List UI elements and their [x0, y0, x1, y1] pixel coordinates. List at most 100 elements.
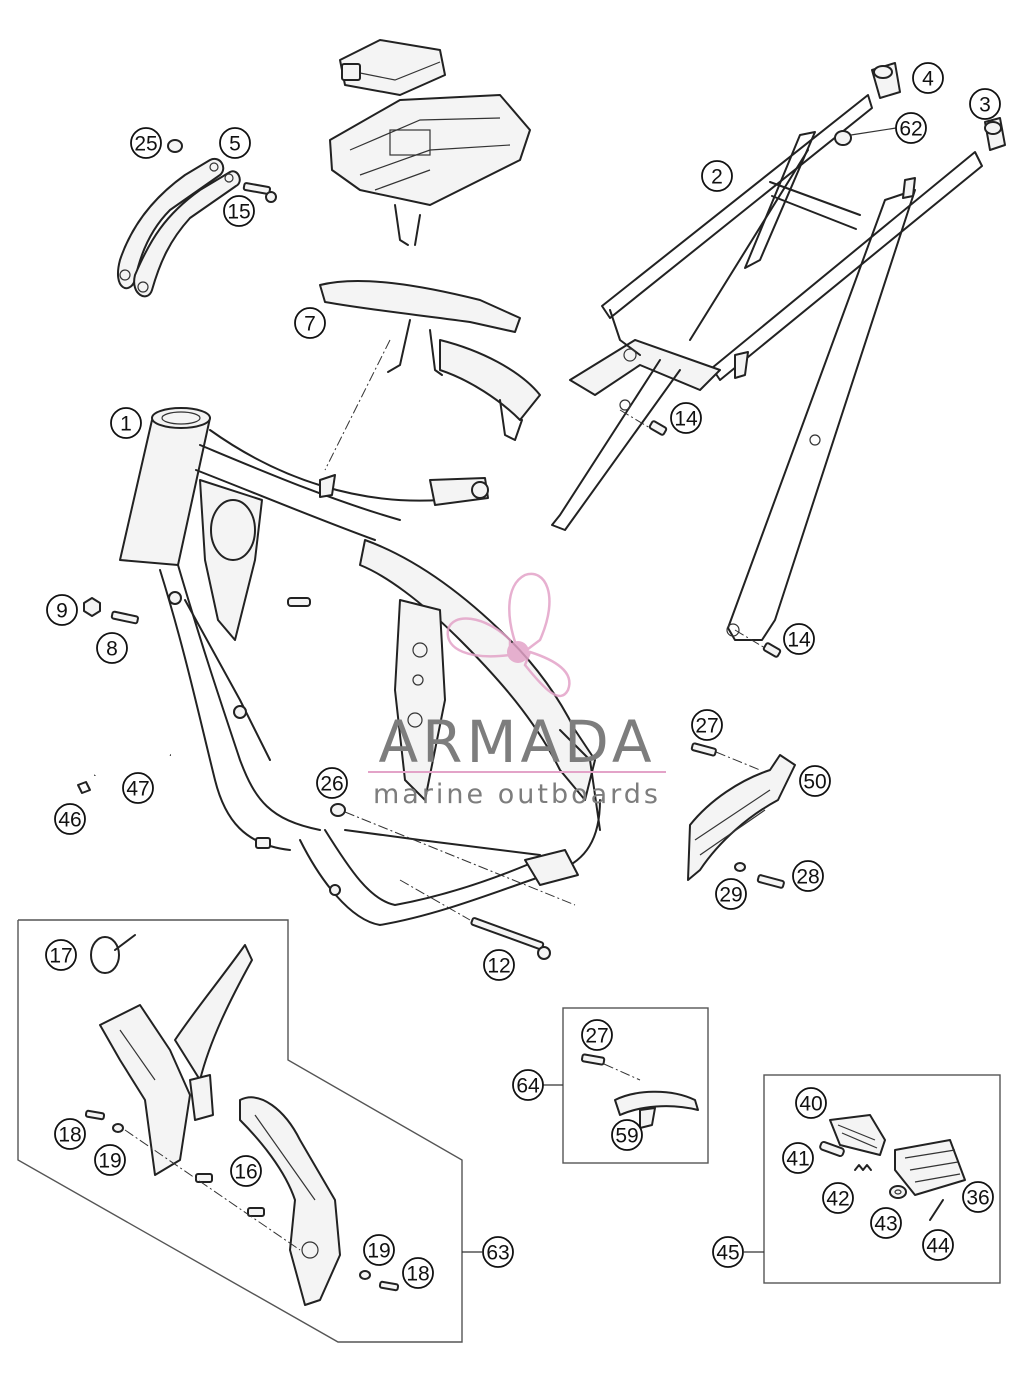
nut-26 [330, 803, 576, 906]
nut-25 [167, 139, 183, 153]
callout-12: 12 [483, 949, 515, 981]
callout-16: 16 [230, 1155, 262, 1187]
guard-kit-64 [543, 1007, 709, 1164]
callout-1: 1 [110, 407, 142, 439]
propeller-logo-icon [446, 572, 571, 698]
svg-text:43: 43 [874, 1213, 897, 1236]
svg-text:26: 26 [320, 773, 343, 796]
callout-27-kit: 27 [581, 1019, 613, 1051]
rear-bracket-7 [319, 280, 541, 471]
watermark: ARMADA marine outboards [368, 572, 666, 810]
svg-text:2: 2 [711, 166, 723, 189]
callout-29: 29 [715, 878, 747, 910]
callout-25: 25 [130, 127, 162, 159]
callout-50: 50 [799, 765, 831, 797]
svg-text:27: 27 [585, 1025, 608, 1048]
electronics-tray [329, 39, 531, 246]
svg-text:45: 45 [716, 1242, 739, 1265]
svg-text:3: 3 [979, 94, 991, 117]
svg-text:63: 63 [486, 1242, 509, 1265]
callout-44: 44 [922, 1229, 954, 1261]
bolt-8 [110, 610, 139, 625]
svg-text:18: 18 [58, 1124, 81, 1147]
svg-text:19: 19 [367, 1240, 390, 1263]
rear-subframe [551, 94, 983, 641]
svg-text:12: 12 [487, 955, 510, 978]
washer-29 [734, 862, 746, 872]
callout-27-upper: 27 [691, 709, 723, 741]
callout-3: 3 [969, 88, 1001, 120]
svg-text:5: 5 [229, 133, 241, 156]
callout-19-right: 19 [363, 1234, 395, 1266]
callout-42: 42 [822, 1182, 854, 1214]
svg-text:50: 50 [803, 771, 826, 794]
watermark-brand: ARMADA [378, 708, 655, 776]
callout-62: 62 [895, 112, 927, 144]
svg-text:40: 40 [799, 1093, 822, 1116]
svg-text:14: 14 [674, 408, 698, 431]
svg-text:7: 7 [304, 313, 316, 336]
svg-text:4: 4 [922, 68, 934, 91]
callout-5: 5 [219, 127, 251, 159]
bolt-27-upper [690, 742, 761, 771]
callout-14-lower: 14 [783, 623, 815, 655]
engine-hanger-5 [117, 157, 241, 298]
frame-guard-kit-63 [17, 919, 482, 1343]
callout-7: 7 [294, 307, 326, 339]
callout-43: 43 [870, 1207, 902, 1239]
callout-26: 26 [316, 767, 348, 799]
clip-46 [77, 781, 91, 794]
svg-text:15: 15 [227, 201, 250, 224]
callout-41: 41 [782, 1142, 814, 1174]
svg-text:64: 64 [516, 1075, 540, 1098]
callout-36: 36 [962, 1181, 994, 1213]
svg-text:47: 47 [126, 778, 149, 801]
axle-bolt-12 [399, 879, 551, 960]
main-frame [119, 407, 601, 926]
callout-18-right: 18 [402, 1257, 434, 1289]
svg-text:19: 19 [98, 1150, 121, 1173]
svg-text:62: 62 [899, 118, 922, 141]
svg-text:16: 16 [234, 1161, 257, 1184]
svg-text:44: 44 [926, 1235, 950, 1258]
svg-text:1: 1 [120, 413, 132, 436]
bolt-14-upper [619, 409, 668, 436]
svg-text:9: 9 [56, 600, 68, 623]
callout-64: 64 [512, 1069, 544, 1101]
watermark-tagline: marine outboards [373, 779, 661, 810]
svg-text:46: 46 [58, 809, 81, 832]
callout-4: 4 [912, 62, 944, 94]
subframe-cap-3 [984, 117, 1006, 151]
svg-text:28: 28 [796, 866, 819, 889]
svg-text:36: 36 [966, 1187, 989, 1210]
bolt-14-lower [734, 629, 782, 658]
svg-text:41: 41 [786, 1148, 809, 1171]
grommet-62 [834, 127, 897, 146]
callout-59: 59 [611, 1119, 643, 1151]
svg-text:59: 59 [615, 1125, 638, 1148]
callout-17: 17 [45, 939, 77, 971]
hose-47 [93, 749, 171, 776]
bolt-15 [242, 182, 277, 203]
callout-63: 63 [482, 1236, 514, 1268]
svg-text:42: 42 [826, 1188, 849, 1211]
callout-40: 40 [795, 1087, 827, 1119]
callout-15: 15 [223, 195, 255, 227]
subframe-cap-4 [871, 62, 901, 99]
svg-text:27: 27 [695, 715, 718, 738]
callout-19-left: 19 [94, 1144, 126, 1176]
callout-28: 28 [792, 860, 824, 892]
callout-2: 2 [701, 160, 733, 192]
nut-9 [83, 597, 101, 617]
callout-45: 45 [712, 1236, 744, 1268]
svg-text:25: 25 [134, 133, 157, 156]
svg-text:17: 17 [49, 945, 72, 968]
callout-14-upper: 14 [670, 402, 702, 434]
callout-8: 8 [96, 632, 128, 664]
callout-47: 47 [122, 772, 154, 804]
callout-9: 9 [46, 594, 78, 626]
callout-18-left: 18 [54, 1118, 86, 1150]
callout-46: 46 [54, 803, 86, 835]
svg-text:18: 18 [406, 1263, 429, 1286]
